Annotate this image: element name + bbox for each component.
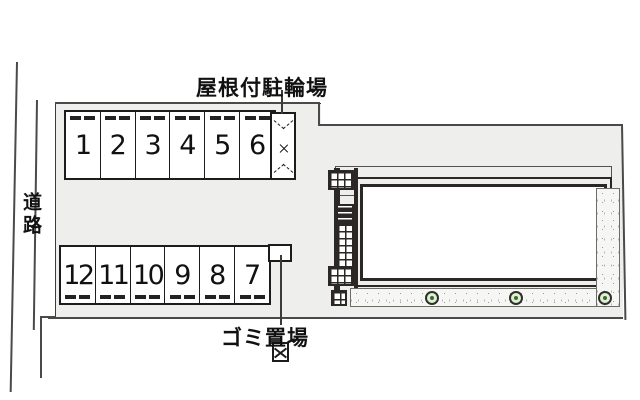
stall-number: 12	[63, 259, 95, 291]
wheel-stops	[243, 116, 271, 120]
stall-number: 5	[214, 129, 231, 161]
planting-strip-bottom	[350, 288, 612, 307]
wheel-stop-mark	[218, 295, 230, 299]
wheel-stop-mark	[239, 295, 251, 299]
garbage-bin-icon[interactable]	[272, 342, 289, 362]
wheel-stop-mark	[188, 116, 200, 120]
stair-flight-upper	[336, 204, 354, 226]
wheel-stop-mark	[183, 295, 195, 299]
lot-boundary-top-left	[55, 102, 320, 104]
garbage-area-label: ゴミ置場	[221, 326, 309, 350]
parking-stall[interactable]: 12	[61, 247, 96, 303]
stall-number: 1	[74, 129, 92, 161]
stair-landing-bottom	[328, 266, 354, 286]
wheel-stop-mark	[174, 116, 186, 120]
garbage-area-leader-line	[280, 255, 282, 325]
stall-number: 4	[179, 129, 196, 161]
lot-boundary-bottom-step-horizontal	[40, 316, 56, 318]
stall-number: 6	[248, 129, 266, 161]
lot-boundary-top-step	[318, 124, 623, 126]
roof-brace-icon	[282, 163, 294, 173]
wheel-stop-mark	[119, 116, 131, 120]
wheel-stop-mark	[169, 295, 181, 299]
wheel-stop-mark	[244, 116, 256, 120]
wheel-stop-mark	[204, 295, 216, 299]
wheel-stop-mark	[65, 295, 77, 299]
lot-boundary-vertical-step	[318, 103, 320, 126]
parking-stall[interactable]: 11	[95, 247, 131, 303]
wheel-stop-mark	[253, 295, 265, 299]
road-label: 道路	[20, 192, 42, 238]
utility-box	[331, 290, 347, 306]
tree-marker	[509, 291, 523, 305]
bicycle-parking-leader-line	[281, 90, 283, 114]
road-edge-line-outer	[9, 62, 18, 392]
wheel-stops	[104, 116, 132, 120]
parking-stall[interactable]: 3	[135, 112, 171, 178]
wheel-stops	[173, 116, 201, 120]
roof-brace-icon	[282, 120, 294, 130]
lot-boundary-bottom-step-vertical	[40, 316, 42, 378]
wheel-stop-mark	[114, 295, 126, 299]
parking-row-bottom: 12 11 10 9	[59, 245, 271, 305]
wheel-stop-mark	[149, 295, 161, 299]
parking-stall[interactable]: 1	[66, 112, 101, 178]
wheel-stop-mark	[135, 295, 147, 299]
parking-stall[interactable]: 7	[235, 247, 269, 303]
wheel-stop-mark	[70, 116, 82, 120]
parking-stall[interactable]: 4	[170, 112, 206, 178]
parking-stall[interactable]: 5	[205, 112, 241, 178]
building-floor-plate	[360, 184, 607, 281]
wheel-stop-mark	[223, 116, 235, 120]
bicycle-parking-label: 屋根付駐輪場	[196, 76, 328, 100]
tree-marker	[598, 291, 612, 305]
wheel-stop-mark	[105, 116, 117, 120]
wheel-stops	[99, 295, 127, 299]
parking-stall[interactable]: 10	[130, 247, 166, 303]
parking-stall[interactable]: 6	[240, 112, 274, 178]
wheel-stops	[64, 295, 92, 299]
wheel-stops	[208, 116, 236, 120]
planting-strip-right	[596, 188, 620, 307]
stall-number: 8	[209, 259, 226, 291]
wheel-stops	[203, 295, 231, 299]
wheel-stop-mark	[154, 116, 166, 120]
bicycle-parking-shelter[interactable]	[270, 112, 296, 180]
wheel-stop-mark	[258, 116, 270, 120]
stall-number: 10	[132, 259, 165, 291]
wheel-stop-mark	[140, 116, 152, 120]
wheel-stops	[134, 295, 162, 299]
stall-number: 9	[174, 259, 191, 291]
wheel-stop-mark	[209, 116, 221, 120]
parking-stall[interactable]: 8	[200, 247, 236, 303]
tree-marker	[425, 291, 439, 305]
wheel-stops	[69, 116, 97, 120]
stair-landing-top	[328, 170, 354, 190]
parking-stall[interactable]: 2	[100, 112, 136, 178]
wheel-stops	[168, 295, 196, 299]
parking-stall[interactable]: 9	[165, 247, 201, 303]
wheel-stop-mark	[84, 116, 96, 120]
stall-number: 11	[98, 259, 130, 291]
stair-shaft-wall-inner	[354, 168, 358, 290]
stall-number: 7	[243, 259, 261, 291]
wheel-stops	[238, 295, 266, 299]
wheel-stop-mark	[79, 295, 91, 299]
stall-number: 2	[109, 129, 127, 161]
wheel-stops	[139, 116, 167, 120]
parking-row-top: 1 2 3 4	[64, 110, 276, 180]
wheel-stop-mark	[100, 295, 112, 299]
stall-number: 3	[144, 129, 161, 161]
lot-boundary-bottom	[48, 317, 623, 319]
